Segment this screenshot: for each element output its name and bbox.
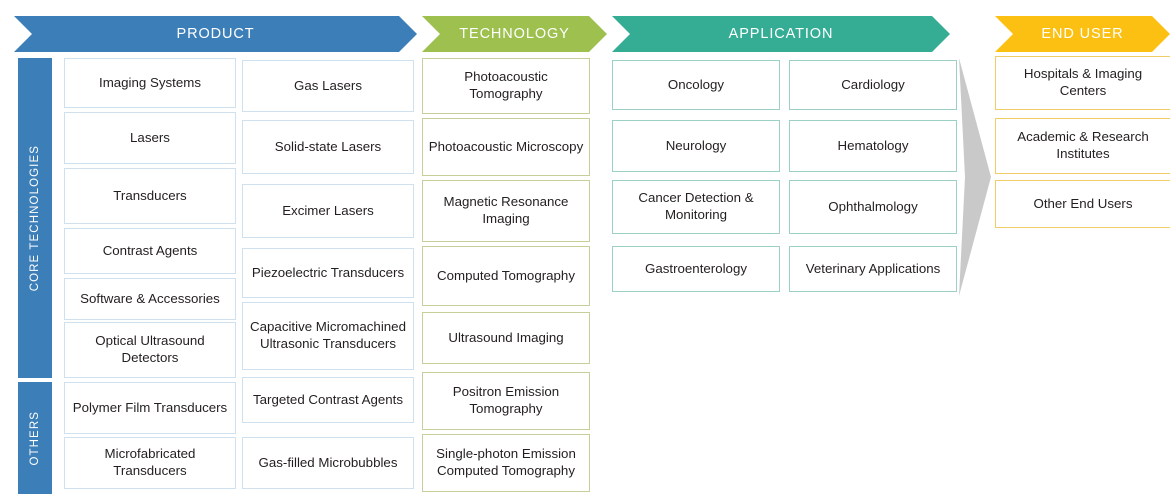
product-subtype-item-label: Targeted Contrast Agents [252,391,404,407]
product-category-item-label: Microfabricated Transducers [104,446,196,478]
product-category-item[interactable]: Polymer Film Transducers [64,382,236,434]
rail-others: OTHERS [18,382,52,494]
end-user-item[interactable]: Hospitals & Imaging Centers [995,56,1170,110]
application-left-item-label: Neurology [665,137,727,153]
product-subtype-item[interactable]: Gas-filled Microbubbles [242,437,414,489]
technology-item-label: Positron Emission Tomography [452,384,560,416]
technology-item-label: Computed Tomography [437,267,575,283]
product-category-item-label: Polymer Film Transducers [72,399,228,415]
product-category-item-label: Imaging Systems [99,74,201,90]
technology-item[interactable]: Computed Tomography [422,246,590,306]
application-right-item[interactable]: Veterinary Applications [789,246,957,292]
end-user-item-label: Hospitals & Imaging Centers [1023,66,1143,98]
application-left-item-label: Gastroenterology [645,260,747,276]
product-subtype-item[interactable]: Excimer Lasers [242,184,414,238]
technology-item-label: Magnetic Resonance Imaging [443,194,569,226]
header-arrow-application[interactable]: APPLICATION [612,16,950,52]
technology-item[interactable]: Photoacoustic Tomography [422,58,590,114]
end-user-item[interactable]: Other End Users [995,180,1170,228]
product-subtype-item-label: Excimer Lasers [282,202,374,218]
rail-others-label: OTHERS [29,410,41,466]
technology-item-label: Single-photon Emission Computed Tomograp… [436,446,576,478]
technology-item-label: Photoacoustic Microscopy [428,138,584,154]
header-label-technology: TECHNOLOGY [459,26,570,42]
rail-core-technologies-label: CORE TECHNOLOGIES [29,144,41,292]
product-category-item[interactable]: Contrast Agents [64,228,236,274]
product-category-item[interactable]: Optical Ultrasound Detectors [64,322,236,378]
rail-core-technologies: CORE TECHNOLOGIES [18,58,52,378]
product-category-item-label: Contrast Agents [102,242,198,258]
header-label-application: APPLICATION [728,26,834,42]
product-subtype-item-label: Capacitive Micromachined Ultrasonic Tran… [250,319,406,351]
application-left-item[interactable]: Gastroenterology [612,246,780,292]
header-arrow-product[interactable]: PRODUCT [14,16,417,52]
technology-item[interactable]: Positron Emission Tomography [422,372,590,430]
technology-item-label: Photoacoustic Tomography [464,69,548,101]
product-subtype-item[interactable]: Capacitive Micromachined Ultrasonic Tran… [242,302,414,370]
header-label-product: PRODUCT [176,26,255,42]
product-subtype-item-label: Gas Lasers [294,77,362,93]
technology-item-label: Ultrasound Imaging [448,329,564,345]
application-left-item[interactable]: Neurology [612,120,780,172]
technology-item[interactable]: Single-photon Emission Computed Tomograp… [422,434,590,492]
end-user-item[interactable]: Academic & Research Institutes [995,118,1170,174]
technology-item[interactable]: Photoacoustic Microscopy [422,118,590,176]
product-subtype-item[interactable]: Solid-state Lasers [242,120,414,174]
application-left-item-label: Oncology [667,76,725,92]
product-subtype-item-label: Solid-state Lasers [274,138,382,154]
product-subtype-item-label: Piezoelectric Transducers [251,264,405,280]
product-category-item[interactable]: Software & Accessories [64,278,236,320]
product-category-item-label: Transducers [113,187,187,203]
product-category-item[interactable]: Microfabricated Transducers [64,437,236,489]
application-right-item-label: Veterinary Applications [805,260,941,276]
product-category-item[interactable]: Imaging Systems [64,58,236,108]
product-category-item-label: Optical Ultrasound Detectors [95,333,205,365]
technology-item[interactable]: Ultrasound Imaging [422,312,590,364]
application-right-item[interactable]: Ophthalmology [789,180,957,234]
application-left-item[interactable]: Cancer Detection & Monitoring [612,180,780,234]
end-user-item-label: Academic & Research Institutes [1017,129,1149,161]
product-subtype-item-label: Gas-filled Microbubbles [258,454,398,470]
product-category-item[interactable]: Lasers [64,112,236,164]
header-label-enduser: END USER [1041,26,1124,42]
end-user-item-label: Other End Users [1033,195,1133,211]
application-left-item[interactable]: Oncology [612,60,780,110]
product-subtype-item[interactable]: Piezoelectric Transducers [242,248,414,298]
product-subtype-item[interactable]: Gas Lasers [242,60,414,112]
flow-arrow-icon [959,58,991,296]
product-category-item-label: Software & Accessories [80,290,220,306]
product-category-item[interactable]: Transducers [64,168,236,224]
application-right-item[interactable]: Hematology [789,120,957,172]
product-category-item-label: Lasers [130,129,170,145]
product-subtype-item[interactable]: Targeted Contrast Agents [242,377,414,423]
application-left-item-label: Cancer Detection & Monitoring [638,190,754,222]
application-right-item-label: Ophthalmology [828,198,918,214]
header-arrow-enduser[interactable]: END USER [995,16,1170,52]
application-right-item-label: Cardiology [841,76,905,92]
application-right-item[interactable]: Cardiology [789,60,957,110]
application-right-item-label: Hematology [837,137,909,153]
header-arrow-technology[interactable]: TECHNOLOGY [422,16,607,52]
technology-item[interactable]: Magnetic Resonance Imaging [422,180,590,242]
